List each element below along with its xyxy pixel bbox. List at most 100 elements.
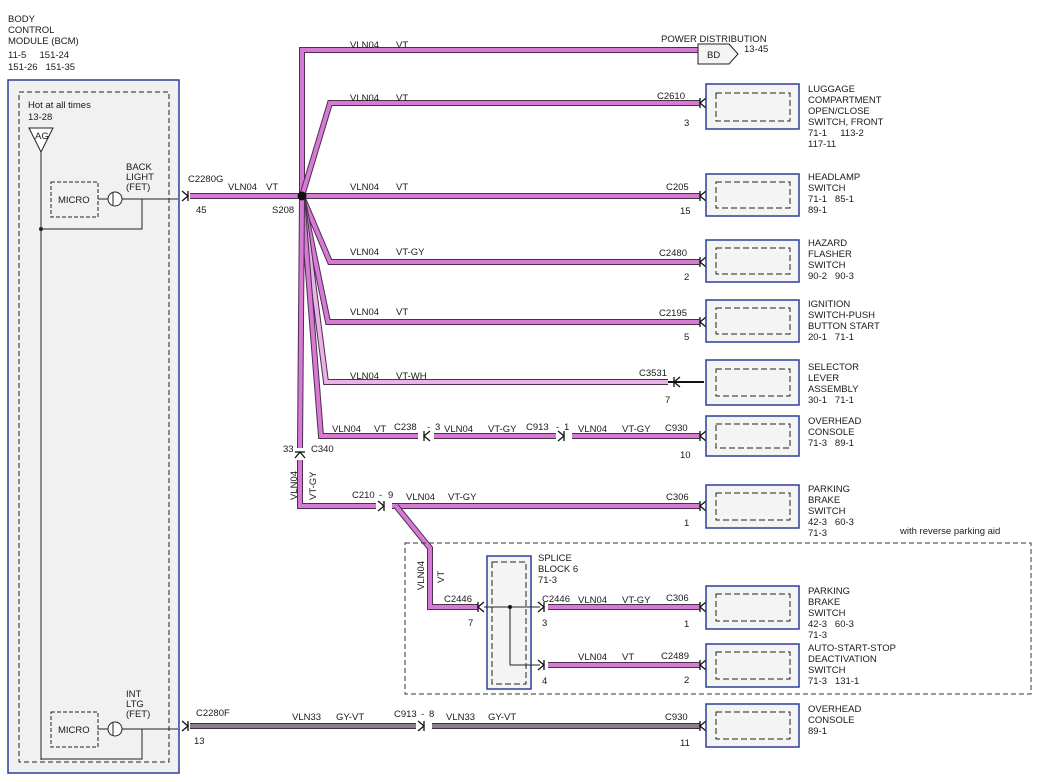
wire-hazard	[300, 195, 700, 264]
luggage-line-5: 71-1 113-2	[808, 128, 864, 139]
pin-c2446-right: 3	[542, 618, 547, 629]
selector-line-1: SELECTOR	[808, 362, 859, 373]
component-selector: C3531 7 SELECTOR LEVER ASSEMBLY 30-1 71-…	[639, 359, 859, 406]
splice-s208-dot	[297, 191, 307, 201]
conn-c2480: C2480	[659, 248, 687, 259]
backlight-label-2: LIGHT	[126, 172, 154, 183]
pin-c238: 3	[435, 422, 440, 433]
autostart-line-1: AUTO-START-STOP	[808, 643, 896, 654]
pin-luggage: 3	[684, 118, 689, 129]
pin-c2446-left: 7	[468, 618, 473, 629]
power-distribution: POWER DISTRIBUTION 13-45 BD	[661, 34, 768, 65]
pin-c2280f: 13	[194, 736, 205, 747]
pin-parking-1: 1	[684, 518, 689, 529]
hot-at-all-times-label: Hot at all times	[28, 100, 91, 111]
parking1-line-5: 71-3	[808, 528, 827, 539]
conn-c2195: C2195	[659, 308, 687, 319]
parking2-line-4: 42-3 60-3	[808, 619, 854, 630]
wires	[190, 47, 704, 729]
splice-line-2: BLOCK 6	[538, 564, 578, 575]
bcm-ref-1: 11-5 151-24	[8, 50, 69, 61]
pin-hazard: 2	[684, 272, 689, 283]
component-headlamp: C205 15 HEADLAMP SWITCH 71-1 85-1 89-1	[666, 172, 860, 217]
fuse-triangle-icon	[28, 127, 54, 154]
wire-label-overhead-a-code: VLN04	[332, 424, 361, 435]
wire-to-c340	[298, 195, 304, 449]
wire-label-autostart-color: VT	[622, 652, 634, 663]
conn-c306-a: C306	[666, 492, 689, 503]
parking2-line-3: SWITCH	[808, 608, 846, 619]
wire-label-parking2-color: VT-GY	[622, 595, 651, 606]
autostart-line-4: 71-3 131-1	[808, 676, 859, 687]
fet-transistor-icon-2	[107, 721, 123, 737]
wire-label-splice-color: VT	[436, 571, 447, 583]
parking2-line-5: 71-3	[808, 630, 827, 641]
conn-c340: C340	[311, 444, 334, 455]
backlight-label-3: (FET)	[126, 182, 150, 193]
dash-c913-b: -	[421, 709, 424, 720]
conn-c3531: C3531	[639, 368, 667, 379]
pin-selector: 7	[665, 395, 670, 406]
ignition-line-3: BUTTON START	[808, 321, 880, 332]
headlamp-line-2: SWITCH	[808, 183, 846, 194]
wire-to-c210	[298, 460, 376, 508]
pin-autostart: 2	[684, 675, 689, 686]
luggage-line-6: 117-11	[808, 139, 836, 150]
wire-label-hazard-color: VT-GY	[396, 247, 425, 258]
bd-tag-shape	[697, 43, 739, 65]
hazard-line-1: HAZARD	[808, 238, 847, 249]
hazard-line-4: 90-2 90-3	[808, 271, 854, 282]
luggage-line-2: COMPARTMENT	[808, 95, 882, 106]
backlight-label-1: BACK	[126, 162, 153, 173]
conn-c2610: C2610	[657, 91, 685, 102]
fuse-label: AG	[35, 131, 49, 142]
conn-c930-b: C930	[665, 712, 688, 723]
component-parking-2: C306 1 PARKING BRAKE SWITCH 42-3 60-3 71…	[666, 585, 854, 641]
parking1-line-2: BRAKE	[808, 495, 840, 506]
bcm-title-2: CONTROL	[8, 25, 54, 36]
wire-label-hazard-code: VLN04	[350, 247, 379, 258]
component-overhead-1: C930 10 OVERHEAD CONSOLE 71-3 89-1	[665, 415, 861, 461]
option-label: with reverse parking aid	[899, 526, 1000, 537]
wire-label-selector-code: VLN04	[350, 371, 379, 382]
bcm-ref-2: 151-26 151-35	[8, 62, 75, 73]
power-distribution-title: POWER DISTRIBUTION	[661, 34, 767, 45]
ignition-line-4: 20-1 71-1	[808, 332, 854, 343]
pin-c210: 9	[388, 490, 393, 501]
connector-markers	[181, 97, 707, 732]
pin-splice-4: 4	[542, 676, 547, 687]
dash-c913-a: -	[556, 422, 559, 433]
luggage-line-3: OPEN/CLOSE	[808, 106, 870, 117]
pin-c913-a: 1	[564, 422, 569, 433]
wire-power-distribution	[300, 48, 700, 196]
wire-label-luggage-code: VLN04	[350, 93, 379, 104]
component-splice-block: SPLICE BLOCK 6 71-3	[484, 553, 578, 690]
splice-line-1: SPLICE	[538, 553, 572, 564]
splice-line-3: 71-3	[538, 575, 557, 586]
luggage-line-4: SWITCH, FRONT	[808, 117, 884, 128]
pin-c2280g: 45	[196, 205, 207, 216]
wire-label-top-code: VLN04	[350, 40, 379, 51]
component-ignition: C2195 5 IGNITION SWITCH-PUSH BUTTON STAR…	[659, 299, 880, 343]
overhead1-line-2: CONSOLE	[808, 427, 854, 438]
overhead2-line-3: 89-1	[808, 726, 827, 737]
luggage-line-1: LUGGAGE	[808, 84, 855, 95]
pin-c340: 33	[283, 444, 294, 455]
bcm-title-1: BODY	[8, 14, 36, 25]
conn-c205: C205	[666, 182, 689, 193]
bcm-module: BODY CONTROL MODULE (BCM) 11-5 151-24 15…	[7, 14, 180, 774]
wire-label-parking-top-code: VLN04	[406, 492, 435, 503]
pin-overhead-2: 11	[680, 738, 690, 749]
pin-ignition: 5	[684, 332, 689, 343]
parking1-line-3: SWITCH	[808, 506, 846, 517]
wire-label-main-color: VT	[266, 182, 278, 193]
wire-label-headlamp-color: VT	[396, 182, 408, 193]
conn-c2446-left: C2446	[444, 594, 472, 605]
micro-box-1	[50, 181, 99, 218]
conn-c2489: C2489	[661, 651, 689, 662]
headlamp-line-4: 89-1	[808, 205, 827, 216]
conn-c2280g: C2280G	[188, 174, 223, 185]
conn-c913-b: C913	[394, 709, 417, 720]
ignition-line-2: SWITCH-PUSH	[808, 310, 875, 321]
